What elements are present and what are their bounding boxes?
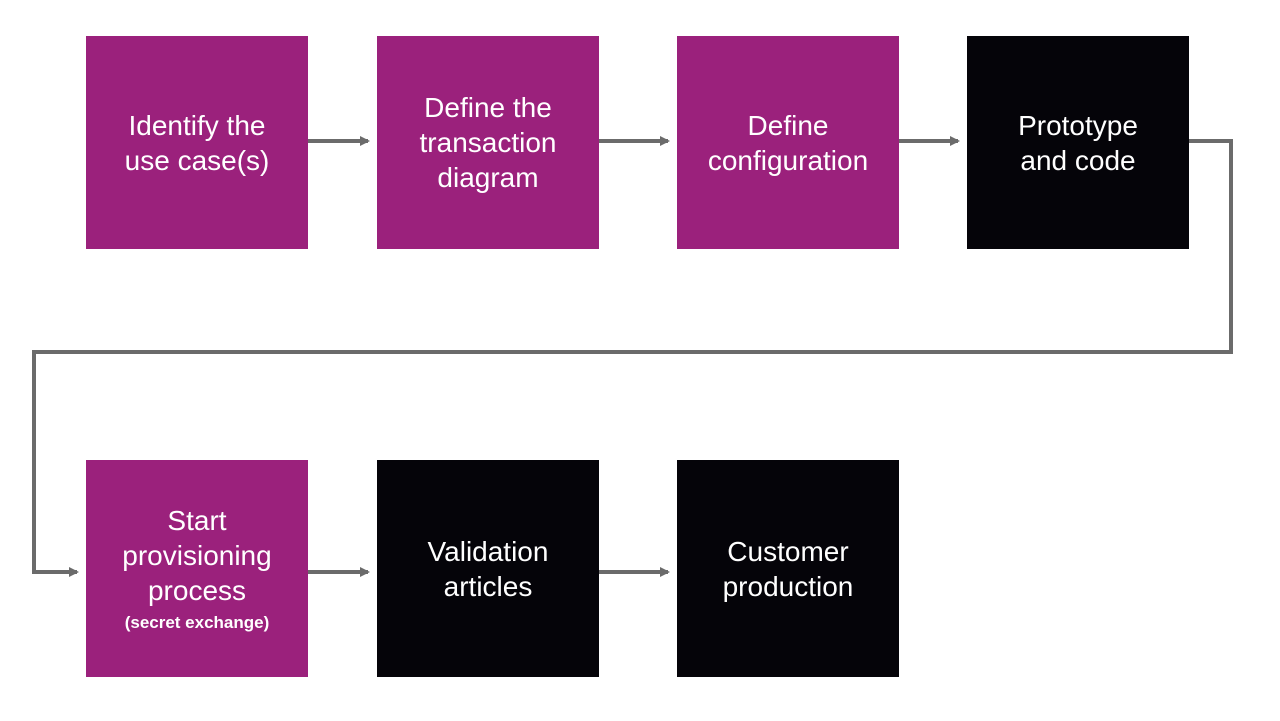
step-label: Define the transaction diagram [419, 92, 557, 193]
step-validation-articles: Validation articles [377, 460, 599, 677]
step-label: Define configuration [707, 109, 869, 176]
step-sublabel: (secret exchange) [124, 613, 270, 632]
step-start-provisioning-process: Start provisioning process (secret excha… [86, 460, 308, 677]
step-identify-use-cases: Identify the use case(s) [86, 36, 308, 249]
step-label: Identify the use case(s) [124, 109, 270, 176]
arrow-step4-to-step5 [32, 139, 1233, 577]
step-define-configuration: Define configuration [677, 36, 899, 249]
step-label: Start provisioning process [122, 505, 272, 606]
step-label: Prototype and code [1018, 109, 1138, 176]
step-label: Validation articles [427, 535, 549, 602]
step-label: Customer production [722, 535, 854, 602]
step-customer-production: Customer production [677, 460, 899, 677]
step-prototype-and-code: Prototype and code [967, 36, 1189, 249]
step-define-transaction-diagram: Define the transaction diagram [377, 36, 599, 249]
